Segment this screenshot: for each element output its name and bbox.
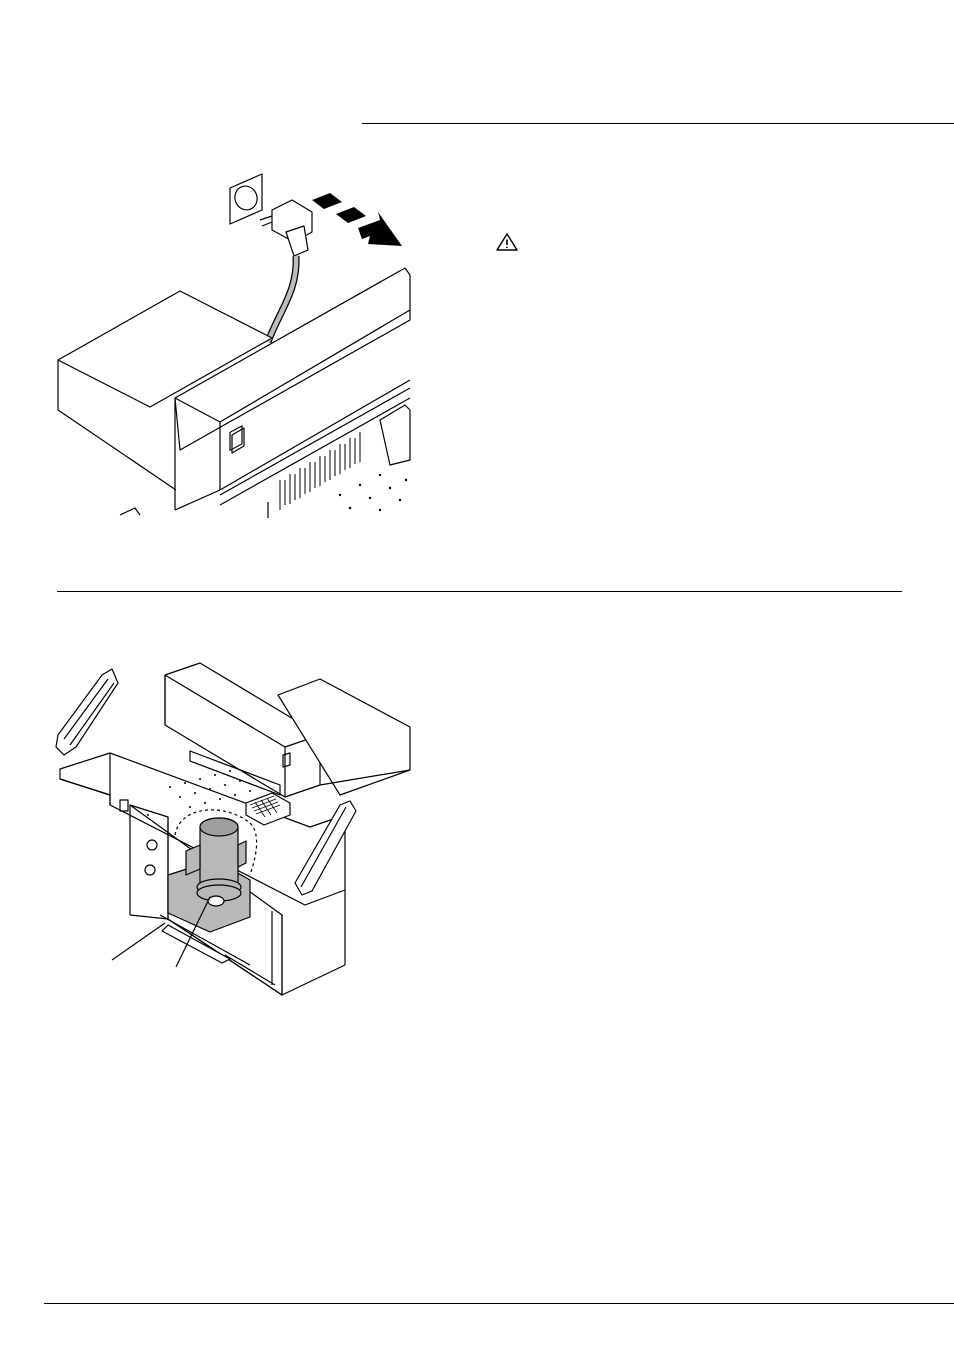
warning-triangle-icon [495, 232, 519, 252]
section-rule-middle [57, 591, 902, 592]
section-rule-top [362, 123, 954, 124]
unplug-mains-figure [50, 160, 420, 520]
hydraulic-motor-figure [50, 655, 420, 1005]
page-footer-rule [44, 1303, 954, 1304]
